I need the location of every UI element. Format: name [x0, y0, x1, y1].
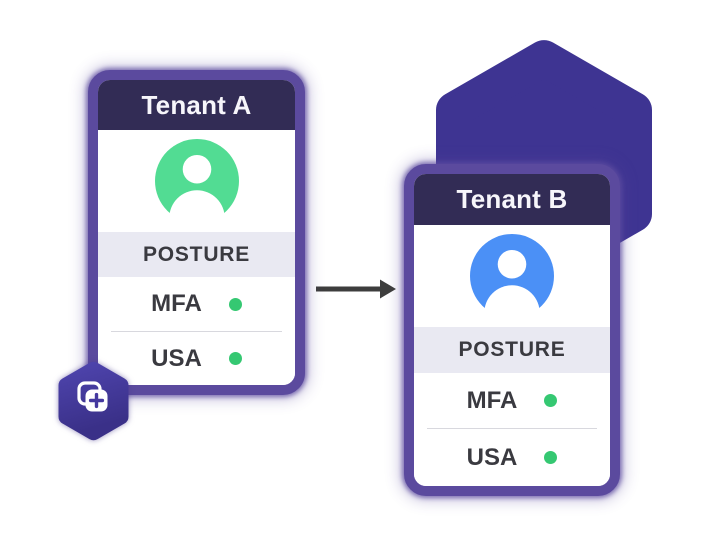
row-label: USA — [151, 344, 202, 372]
tenant-a-avatar-area — [98, 130, 295, 232]
user-avatar-icon — [154, 139, 239, 223]
tenant-b-card: Tenant B POSTURE MFA USA — [404, 164, 620, 496]
row-label: USA — [466, 443, 518, 471]
tenant-b-posture-header: POSTURE — [414, 327, 610, 373]
tenant-b-avatar-area — [414, 225, 610, 327]
row-divider — [111, 331, 282, 332]
status-dot-icon — [228, 352, 242, 365]
right-arrow-icon — [316, 279, 396, 299]
tenant-a-row-usa: USA — [98, 332, 295, 385]
row-divider — [427, 428, 597, 429]
status-dot-icon — [544, 451, 558, 464]
row-label: MFA — [466, 386, 518, 414]
status-dot-icon — [544, 394, 558, 407]
duplicate-plus-icon — [77, 381, 108, 412]
tenant-b-row-usa: USA — [414, 429, 610, 486]
tenant-a-card: Tenant A POSTURE MFA USA — [88, 70, 305, 395]
user-avatar-icon — [470, 234, 554, 318]
duplicate-plus-badge — [58, 361, 129, 441]
tenant-b-row-mfa: MFA — [414, 373, 610, 428]
row-label: MFA — [151, 290, 202, 317]
tenant-a-posture-header: POSTURE — [98, 232, 295, 277]
status-dot-icon — [228, 297, 242, 311]
tenant-b-title: Tenant B — [414, 174, 610, 225]
tenant-a-row-mfa: MFA — [98, 277, 295, 331]
tenant-a-title: Tenant A — [98, 80, 295, 130]
